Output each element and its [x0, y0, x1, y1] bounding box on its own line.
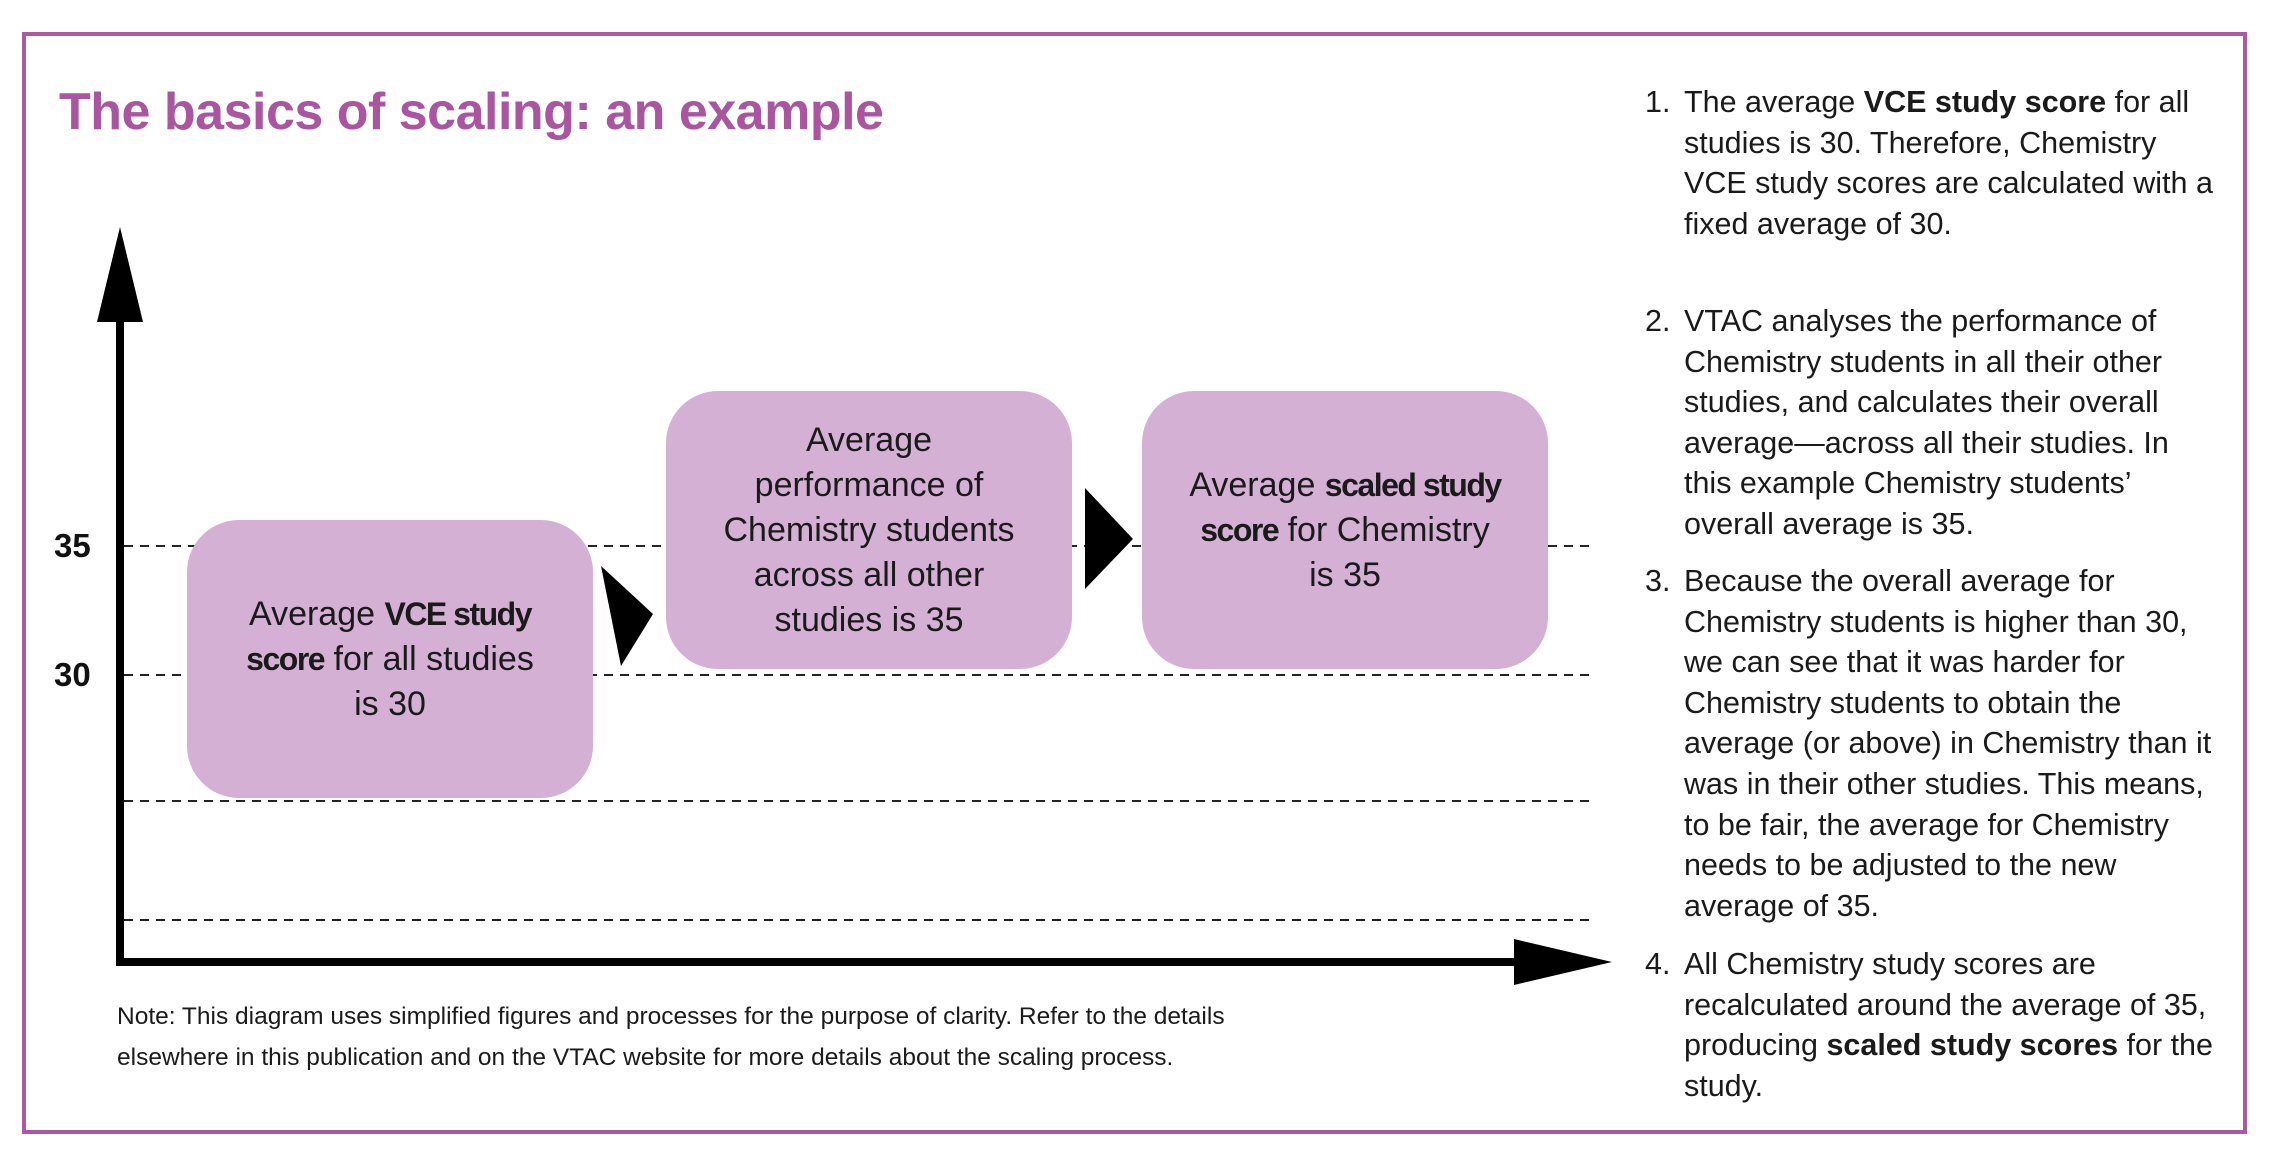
box-chemistry-performance: [666, 391, 1072, 669]
note: Note: This diagram uses simplified figur…: [117, 996, 1225, 1078]
text: Average: [249, 594, 385, 633]
step-number: 1.: [1645, 85, 1671, 119]
text: Because the overall average for Chemistr…: [1684, 564, 2212, 923]
text-bold: score: [246, 640, 325, 677]
box-scaled-score: [1142, 391, 1548, 669]
text: for Chemistry: [1278, 510, 1490, 549]
text: is 30: [354, 684, 426, 723]
text: performance of: [754, 465, 984, 504]
y-label-35: 35: [54, 527, 91, 564]
text: Average: [1189, 465, 1325, 504]
step-number: 3.: [1645, 564, 1671, 598]
box-chemistry-performance-text: Average performance of Chemistry student…: [666, 391, 1072, 669]
y-label-30: 30: [54, 656, 91, 693]
box-scaled-score-text: Average scaled study score for Chemistry…: [1142, 391, 1548, 669]
text-bold: scaled study scores: [1826, 1028, 2119, 1063]
text: All Chemistry study scores are recalcula…: [1684, 947, 2207, 1063]
text-bold: VCE study: [384, 595, 532, 632]
arrow-right-icon: [1085, 488, 1133, 589]
text: for all studies: [324, 639, 534, 678]
text: is 35: [1309, 555, 1381, 594]
text: for the study.: [1684, 1028, 2213, 1103]
text: Average: [805, 420, 933, 459]
step-number: 2.: [1645, 304, 1671, 338]
step-number: 4.: [1645, 947, 1671, 981]
text: VTAC analyses the performance of Chemist…: [1684, 304, 2169, 541]
text: The average: [1684, 85, 1864, 119]
text: Chemistry students: [723, 510, 1015, 549]
x-axis-arrowhead: [1514, 939, 1612, 985]
text-bold: VCE study score: [1863, 85, 2107, 119]
box-vce-average-text: Average VCE study score for all studies …: [187, 520, 593, 798]
note-line: elsewhere in this publication and on the…: [117, 1044, 1174, 1071]
box-vce-average: [187, 520, 593, 798]
text: studies is 35: [774, 600, 964, 639]
text: across all other: [753, 555, 985, 594]
text: for all studies is 30. Therefore, Chemis…: [1684, 85, 2213, 241]
text-bold: scaled study: [1324, 466, 1502, 503]
arrow-right-icon: [601, 566, 653, 666]
note-line: Note: This diagram uses simplified figur…: [117, 1003, 1225, 1030]
y-axis-arrowhead: [97, 227, 143, 322]
text-bold: score: [1200, 511, 1279, 548]
page-title: The basics of scaling: an example: [59, 83, 884, 141]
diagram-frame: [22, 32, 2247, 1134]
